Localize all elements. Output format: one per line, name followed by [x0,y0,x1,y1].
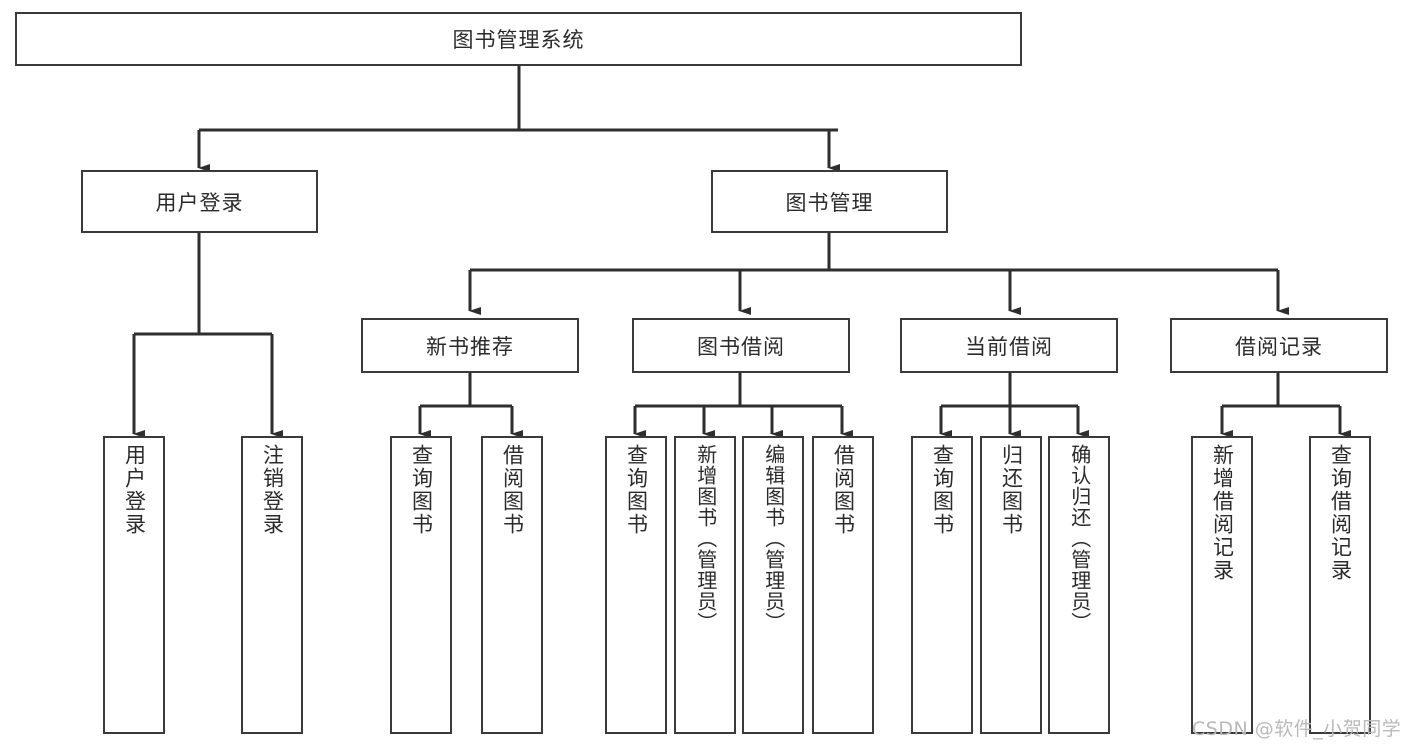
node-current-borrow[interactable]: 当前借阅 [900,318,1118,373]
leaf-record-query-record[interactable]: 查询借阅记录 [1309,436,1371,734]
leaf-user-login-login[interactable]: 用户登录 [103,436,165,734]
leaf-current-confirm-return-admin[interactable]: 确认归还（管理员） [1048,436,1110,734]
node-book-management[interactable]: 图书管理 [711,170,948,233]
leaf-label: 注销登录 [260,444,285,536]
node-book-borrow[interactable]: 图书借阅 [632,318,850,373]
node-current-borrow-label: 当前借阅 [965,334,1053,359]
node-book-borrow-label: 图书借阅 [697,334,785,359]
leaf-label: 查询图书 [409,444,434,536]
node-borrow-record-label: 借阅记录 [1235,334,1323,359]
node-user-login-label: 用户登录 [155,190,244,215]
node-book-management-label: 图书管理 [785,190,874,215]
leaf-user-login-logout[interactable]: 注销登录 [241,436,303,734]
leaf-label: 编辑图书（管理员） [761,444,786,633]
node-borrow-record[interactable]: 借阅记录 [1170,318,1388,373]
leaf-label: 借阅图书 [500,444,525,536]
node-root-label: 图书管理系统 [452,28,585,52]
leaf-borrow-query-book[interactable]: 查询图书 [605,436,667,734]
node-new-book-recommend-label: 新书推荐 [426,334,514,359]
leaf-label: 查询图书 [624,444,649,536]
node-root[interactable]: 图书管理系统 [15,12,1022,66]
leaf-borrow-borrow-book[interactable]: 借阅图书 [812,436,874,734]
leaf-label: 归还图书 [999,444,1024,536]
leaf-label: 查询图书 [930,444,955,536]
leaf-label: 确认归还（管理员） [1067,444,1092,633]
leaf-label: 查询借阅记录 [1328,444,1353,582]
leaf-label: 用户登录 [122,444,147,536]
leaf-new-book-query[interactable]: 查询图书 [390,436,452,734]
leaf-label: 新增图书（管理员） [693,444,718,633]
leaf-label: 借阅图书 [831,444,856,536]
leaf-record-add-record[interactable]: 新增借阅记录 [1191,436,1253,734]
leaf-current-return-book[interactable]: 归还图书 [980,436,1042,734]
node-user-login[interactable]: 用户登录 [81,170,318,233]
leaf-label: 新增借阅记录 [1210,444,1235,582]
leaf-current-query-book[interactable]: 查询图书 [911,436,973,734]
leaf-new-book-borrow[interactable]: 借阅图书 [481,436,543,734]
csdn-watermark: CSDN @软件_小贺同学 [1192,718,1402,740]
leaf-borrow-add-book-admin[interactable]: 新增图书（管理员） [674,436,736,734]
node-new-book-recommend[interactable]: 新书推荐 [361,318,579,373]
leaf-borrow-edit-book-admin[interactable]: 编辑图书（管理员） [742,436,804,734]
